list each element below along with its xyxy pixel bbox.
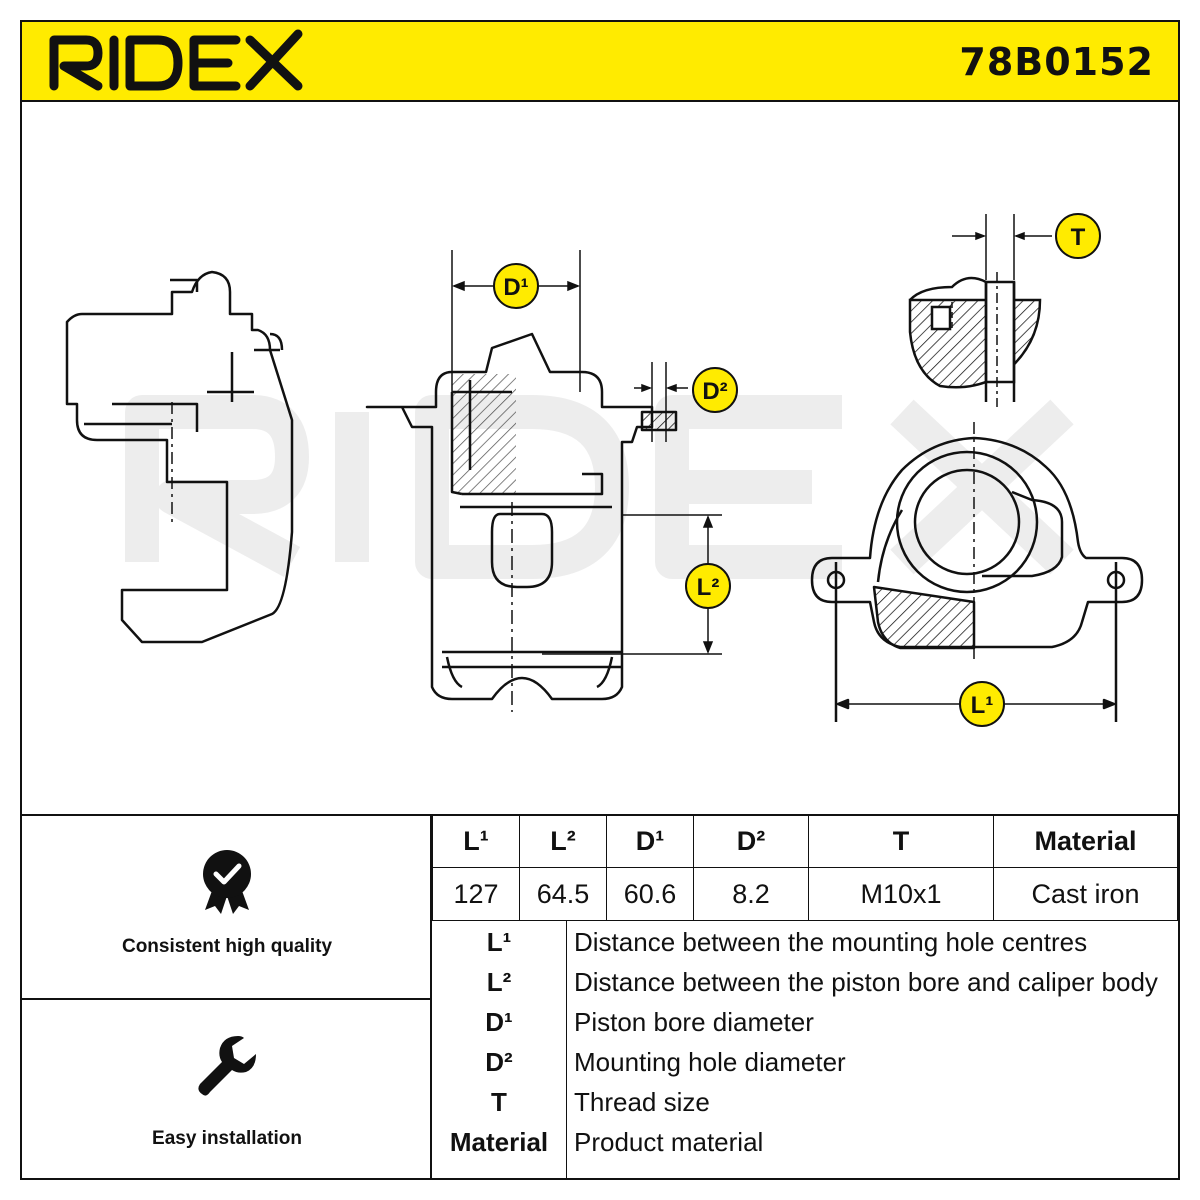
legend-key: L¹: [486, 927, 512, 957]
spec-value-l1: 127: [432, 867, 520, 921]
legend-key: D¹: [485, 1007, 513, 1037]
legend-separator: [566, 920, 567, 1178]
legend-desc: Mounting hole diameter: [574, 1047, 846, 1077]
legend-row: L¹ Distance between the mounting hole ce…: [432, 922, 1178, 962]
legend-key: Material: [449, 1127, 549, 1157]
svg-text:L²: L²: [697, 574, 720, 601]
quality-badge-icon: [203, 850, 251, 914]
svg-text:L¹: L¹: [971, 692, 994, 719]
svg-text:D²: D²: [702, 378, 727, 405]
legend-key: T: [491, 1087, 507, 1117]
spec-value-l2: 64.5: [519, 867, 607, 921]
divider-vertical: [430, 814, 432, 1180]
product-sheet: 78B0152: [20, 20, 1180, 1180]
thread-section-view: [908, 272, 1042, 407]
caliper-drawing: D¹ D² L² T L¹: [65, 213, 1144, 727]
caliper-top-view: [810, 422, 1144, 722]
spec-header-l1: L¹: [432, 814, 520, 868]
spec-value-d2: 8.2: [693, 867, 809, 921]
wrench-icon: [198, 1036, 256, 1096]
svg-text:T: T: [1071, 224, 1086, 251]
caliper-side-view: [65, 270, 294, 644]
callout-t: T: [1055, 213, 1101, 259]
legend-desc: Distance between the piston bore and cal…: [574, 967, 1158, 997]
spec-header-t: T: [808, 814, 994, 868]
legend-row: Material Product material: [432, 1122, 1178, 1162]
spec-header-d1: D¹: [606, 814, 694, 868]
spec-value-material: Cast iron: [993, 867, 1178, 921]
header-bar: 78B0152: [22, 22, 1178, 102]
legend-row: D¹ Piston bore diameter: [432, 1002, 1178, 1042]
dimension-d2: [634, 362, 688, 442]
legend-desc: Product material: [574, 1127, 764, 1157]
technical-drawing: D¹ D² L² T L¹: [22, 102, 1178, 814]
feature-installation: Easy installation: [22, 1032, 432, 1150]
legend-desc: Piston bore diameter: [574, 1007, 814, 1037]
callout-d1: D¹: [493, 263, 539, 309]
ridex-logo: [49, 29, 303, 91]
spec-header-l2: L²: [519, 814, 607, 868]
spec-header-d2: D²: [693, 814, 809, 868]
callout-d2: D²: [692, 367, 738, 413]
spec-value-d1: 60.6: [606, 867, 694, 921]
caliper-front-view: [365, 332, 678, 712]
divider-features: [22, 998, 432, 1000]
legend-row: L² Distance between the piston bore and …: [432, 962, 1178, 1002]
part-number: 78B0152: [959, 40, 1154, 84]
dimension-t: [952, 214, 1052, 280]
specs-table: L¹ L² D¹ D² T Material 127 64.5 60.6 8.2…: [432, 814, 1178, 921]
legend-key: L²: [486, 967, 512, 997]
legend-row: T Thread size: [432, 1082, 1178, 1122]
callout-l1: L¹: [959, 681, 1005, 727]
legend-row: D² Mounting hole diameter: [432, 1042, 1178, 1082]
legend-key: D²: [485, 1047, 513, 1077]
specs-header-row: L¹ L² D¹ D² T Material: [432, 814, 1178, 868]
svg-text:D¹: D¹: [503, 274, 528, 301]
feature-label: Consistent high quality: [121, 936, 333, 957]
specs-value-row: 127 64.5 60.6 8.2 M10x1 Cast iron: [432, 867, 1178, 921]
feature-label: Easy installation: [152, 1128, 302, 1149]
feature-quality: Consistent high quality: [22, 848, 432, 958]
legend-desc: Thread size: [574, 1087, 710, 1117]
callout-l2: L²: [685, 563, 731, 609]
spec-header-material: Material: [993, 814, 1178, 868]
spec-value-t: M10x1: [808, 867, 994, 921]
ridex-watermark: [125, 395, 1074, 579]
legend-desc: Distance between the mounting hole centr…: [574, 927, 1088, 957]
legend: L¹ Distance between the mounting hole ce…: [432, 916, 1178, 1180]
